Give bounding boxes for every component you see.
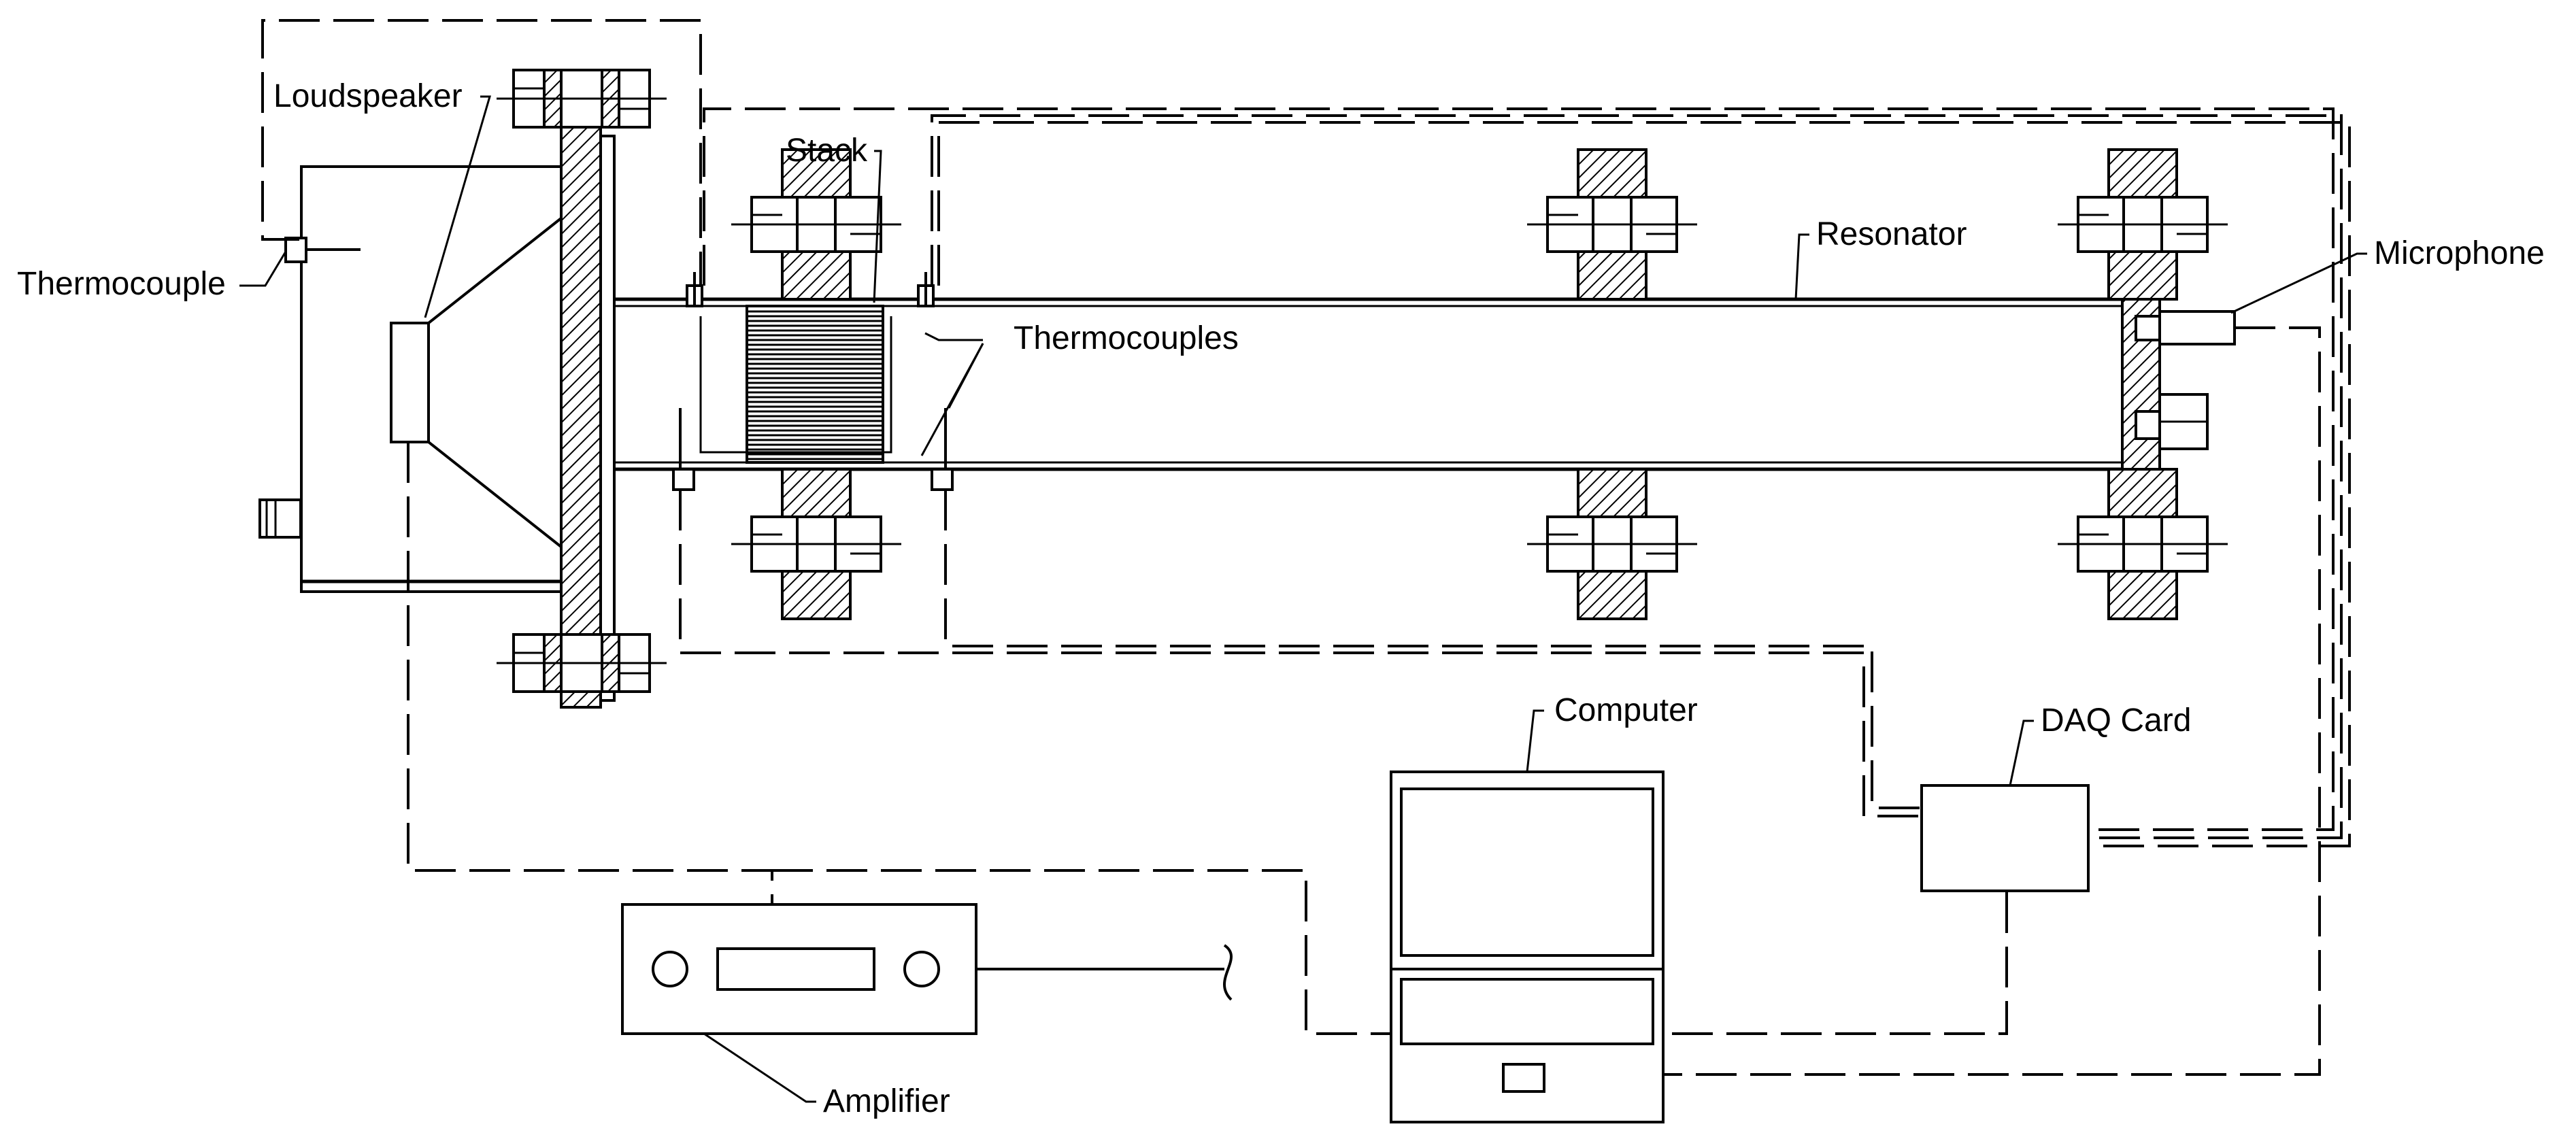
left-flange [495, 69, 668, 709]
label-resonator: Resonator [1816, 216, 1967, 252]
label-computer: Computer [1554, 692, 1698, 728]
computer-drive [1502, 1063, 1545, 1093]
amplifier [621, 903, 977, 1035]
label-thermocouples: Thermocouples [1014, 320, 1239, 356]
bolt-mid-top [1526, 148, 1699, 301]
amplifier-knob-right [903, 951, 940, 987]
amplifier-knob-left [652, 951, 688, 987]
wiring [261, 19, 2351, 1076]
label-stack: Stack [786, 133, 868, 169]
bolt-end-top [2056, 148, 2229, 301]
tube-thermocouples [672, 272, 954, 491]
label-loudspeaker: Loudspeaker [273, 78, 463, 114]
label-amplifier: Amplifier [823, 1083, 950, 1119]
computer-keyboard [1400, 978, 1654, 1045]
label-microphone: Microphone [2374, 235, 2545, 271]
loudspeaker-enclosure [258, 165, 603, 593]
speaker-magnet [390, 322, 430, 443]
microphone-body [2158, 310, 2236, 345]
stack [746, 305, 884, 464]
amplifier-display [716, 947, 875, 991]
computer-screen [1400, 787, 1654, 957]
label-thermocouple: Thermocouple [17, 266, 226, 302]
bolt-bottom-left [495, 633, 668, 693]
leader-lines [239, 95, 2367, 1103]
label-daq-card: DAQ Card [2041, 702, 2191, 739]
bolt-mid-bottom [1526, 468, 1699, 620]
bolt-stack-bottom [730, 468, 903, 620]
enclosure-thermocouple-probe [284, 237, 307, 263]
bolt-top-left [495, 69, 668, 129]
computer [1390, 770, 1665, 1123]
bolt-end-bottom [2056, 468, 2229, 620]
daq-card-box [1920, 784, 2090, 892]
